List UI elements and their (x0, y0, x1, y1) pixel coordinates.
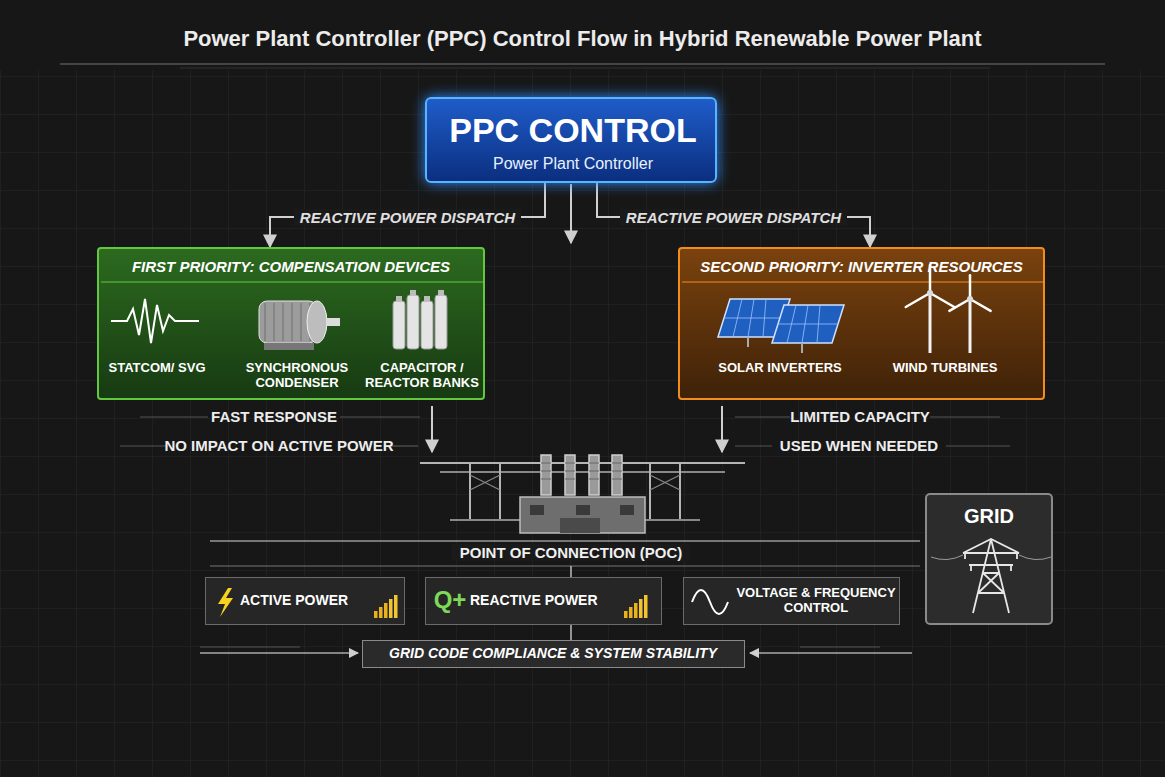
metric-box: VOLTAGE & FREQUENCY CONTROL (683, 577, 900, 625)
box-label: REACTIVE POWER (470, 592, 616, 608)
box-label: VOLTAGE & FREQUENCY CONTROL (736, 586, 896, 616)
device-label: STATCOM/ SVG (107, 361, 207, 376)
note-text: LIMITED CAPACITY (790, 408, 930, 425)
box-label: GRID (927, 505, 1051, 528)
icon (624, 595, 648, 618)
dispatch-connector (270, 183, 545, 247)
box-label: ACTIVE POWER (240, 592, 372, 608)
box-label: GRID CODE COMPLIANCE & SYSTEM STABILITY (363, 645, 743, 661)
resource-label: WIND TURBINES (870, 361, 1020, 376)
compliance-box: GRID CODE COMPLIANCE & SYSTEM STABILITY (362, 640, 745, 668)
reactive-symbol: Q+ (434, 586, 467, 614)
node-subtitle: Power Plant Controller (427, 155, 719, 173)
note-text: NO IMPACT ON ACTIVE POWER (164, 437, 393, 454)
poc-label: POINT OF CONNECTION (POC) (452, 544, 691, 561)
device-label: CAPACITOR / REACTOR BANKS (361, 361, 483, 391)
priority-panel: SECOND PRIORITY: INVERTER RESOURCES SOLAR… (678, 247, 1045, 400)
icon (682, 265, 1043, 353)
resource-label: SOLAR INVERTERS (705, 361, 855, 376)
icon (218, 588, 398, 618)
edge-label: REACTIVE POWER DISPATCH (294, 209, 521, 226)
note-text: USED WHEN NEEDED (780, 437, 938, 454)
diagram-title: Power Plant Controller (PPC) Control Flo… (0, 26, 1165, 52)
panel-heading: FIRST PRIORITY: COMPENSATION DEVICES (99, 258, 483, 275)
controller-box: PPC CONTROL Power Plant Controller (425, 97, 717, 183)
edge-label: REACTIVE POWER DISPATCH (620, 209, 847, 226)
icon (931, 539, 1051, 613)
icon (101, 282, 483, 350)
panel-heading: SECOND PRIORITY: INVERTER RESOURCES (680, 258, 1043, 275)
priority-panel: FIRST PRIORITY: COMPENSATION DEVICES STAT… (97, 247, 485, 400)
note-text: FAST RESPONSE (211, 408, 337, 425)
metric-box: ACTIVE POWER (205, 577, 405, 625)
node-title: PPC CONTROL (427, 111, 719, 150)
grid-box: GRID (925, 493, 1053, 625)
dispatch-connector (597, 183, 870, 247)
icon (692, 590, 728, 614)
device-label: SYNCHRONOUS CONDENSER (236, 361, 358, 391)
